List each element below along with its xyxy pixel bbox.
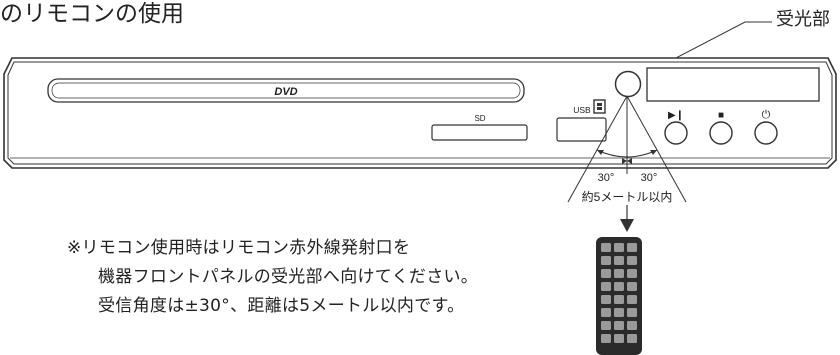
remote-key (614, 321, 624, 330)
remote-key (627, 321, 637, 330)
sensor-label: 受光部 (776, 9, 830, 30)
remote-sensor-icon (593, 99, 606, 114)
remote-key (627, 256, 637, 265)
stop-button: ■ (709, 110, 733, 145)
remote-control (596, 237, 642, 355)
power-icon: ⏻ (762, 109, 771, 121)
angle-right-label: 30° (641, 172, 658, 184)
note-line-2: 機器フロントパネルの受光部へ向けてください。 (98, 267, 479, 287)
remote-key (601, 243, 611, 252)
note-line-1: ※リモコン使用時はリモコン赤外線発射口を (67, 238, 411, 258)
power-button: ⏻ (754, 109, 778, 145)
remote-key (614, 243, 624, 252)
dvd-logo: DVD (274, 86, 297, 98)
remote-key (627, 334, 637, 343)
remote-key (601, 334, 611, 343)
distance-label: 約5メートル以内 (582, 189, 673, 204)
angle-right-line (626, 95, 687, 203)
sd-slot-label: SD (474, 114, 485, 123)
remote-key (614, 308, 624, 317)
note-line-3: 受信角度は±30°、距離は5メートル以内です。 (98, 296, 465, 316)
usb-port (556, 117, 607, 142)
stop-icon: ■ (718, 110, 724, 121)
remote-key (627, 269, 637, 278)
usb-port-label: USB (573, 105, 591, 115)
angle-left-line (567, 95, 628, 203)
display-window (646, 67, 820, 102)
remote-key (614, 282, 624, 291)
remote-key (614, 334, 624, 343)
disc-tray (47, 78, 525, 103)
angle-left-label: 30° (598, 172, 615, 184)
remote-key (614, 256, 624, 265)
remote-key (614, 269, 624, 278)
remote-key (601, 256, 611, 265)
remote-key (627, 282, 637, 291)
remote-key (627, 295, 637, 304)
down-arrow (620, 219, 634, 232)
remote-key (601, 321, 611, 330)
remote-key (601, 295, 611, 304)
ir-sensor-window (614, 70, 642, 98)
remote-key (627, 308, 637, 317)
remote-key (601, 308, 611, 317)
sd-card-slot (431, 124, 528, 141)
remote-key (627, 243, 637, 252)
play-pause-icon: ▶❙ (668, 110, 684, 121)
remote-key (601, 269, 611, 278)
play-pause-button: ▶❙ (664, 110, 688, 145)
remote-key (614, 295, 624, 304)
dvd-player: DVD SD USB ▶❙ ■ ⏻ (3, 57, 837, 169)
reception-angle: 30° 30° 約5メートル以内 (567, 95, 687, 232)
page-heading: のリモコンの使用 (0, 1, 184, 27)
remote-key (601, 282, 611, 291)
